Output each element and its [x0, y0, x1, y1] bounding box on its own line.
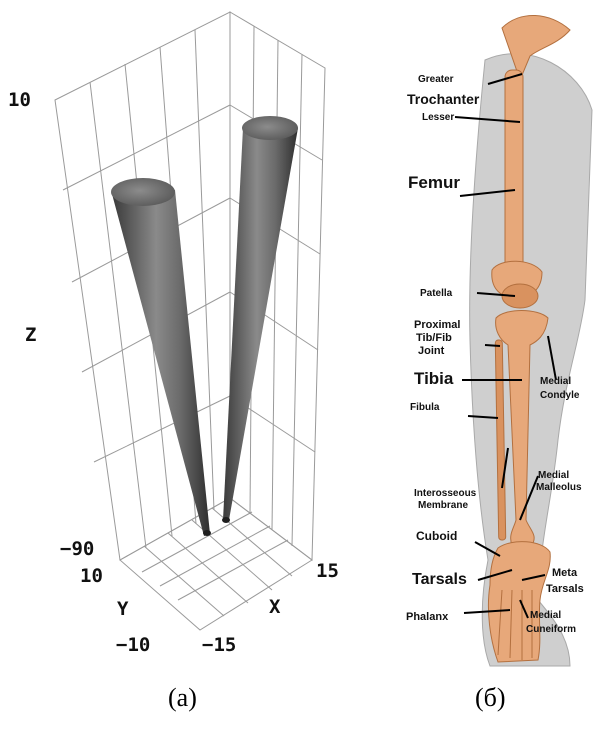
label-phalanx: Phalanx	[406, 611, 449, 623]
label-tarsals: Tarsals	[412, 571, 467, 588]
label-patella: Patella	[420, 288, 453, 299]
label-fibula: Fibula	[410, 402, 440, 413]
plot-3d-svg: 10 Z −90 10 Y −10 −15 X 15	[0, 0, 380, 726]
label-meta-2: Tarsals	[546, 583, 584, 595]
leg-illustration-svg: Greater Trochanter Lesser Femur Patella …	[380, 0, 597, 726]
right-cone	[222, 116, 298, 523]
label-cuboid: Cuboid	[416, 529, 457, 543]
label-lesser: Lesser	[422, 112, 454, 123]
label-medial-condyle-1: Medial	[540, 376, 571, 387]
label-medial-cuneiform-1: Medial	[530, 610, 561, 621]
label-femur: Femur	[408, 173, 460, 192]
label-interosseous-1: Interosseous	[414, 488, 477, 499]
left-cone	[111, 178, 211, 536]
x-min-tick: −15	[202, 634, 236, 656]
label-interosseous-2: Membrane	[418, 500, 468, 511]
label-greater: Greater	[418, 74, 454, 85]
z-axis-label: Z	[25, 324, 36, 346]
y-axis-label: Y	[117, 598, 129, 620]
panel-a-3d-plot: 10 Z −90 10 Y −10 −15 X 15 (a)	[0, 0, 380, 726]
x-axis-label: X	[269, 596, 281, 618]
label-joint: Joint	[418, 345, 445, 357]
label-tib-fib: Tib/Fib	[416, 332, 452, 344]
panel-b-leg-anatomy: Greater Trochanter Lesser Femur Patella …	[380, 0, 597, 726]
caption-b: (б)	[475, 683, 506, 713]
floor-grid	[120, 498, 312, 630]
label-medial-malleolus-1: Medial	[538, 470, 569, 481]
label-tibia: Tibia	[414, 369, 454, 388]
y-min-tick: −10	[116, 634, 150, 656]
label-medial-cuneiform-2: Cuneiform	[526, 624, 576, 635]
z-min-tick: −90	[60, 538, 94, 560]
label-medial-malleolus-2: Malleolus	[536, 482, 582, 493]
y-max-tick: 10	[80, 565, 103, 587]
label-trochanter: Trochanter	[407, 91, 480, 107]
label-proximal: Proximal	[414, 319, 460, 331]
z-max-tick: 10	[8, 89, 31, 111]
label-medial-condyle-2: Condyle	[540, 390, 580, 401]
x-max-tick: 15	[316, 560, 339, 582]
caption-a: (a)	[168, 683, 197, 713]
label-meta-1: Meta	[552, 567, 578, 579]
